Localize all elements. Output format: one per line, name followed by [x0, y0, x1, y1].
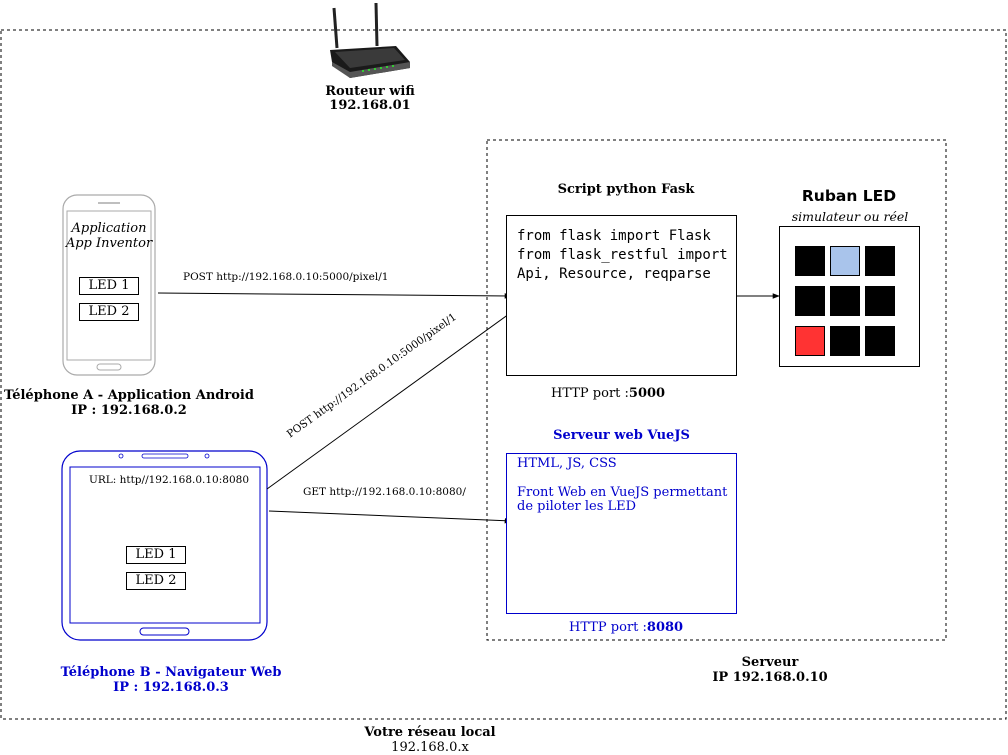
led-pixel	[830, 246, 860, 276]
phone-a-led1-button[interactable]: LED 1	[79, 277, 139, 295]
phone-a-ip: IP : 192.168.0.2	[71, 403, 187, 418]
vue-box: HTML, JS, CSS Front Web en VueJS permett…	[506, 453, 737, 614]
led-strip-title: Ruban LED	[801, 187, 897, 205]
network-subnet: 192.168.0.x	[391, 740, 469, 755]
phone-b-led2-button[interactable]: LED 2	[126, 572, 186, 590]
flask-code-line3: Api, Resource, reqparse	[517, 266, 711, 282]
flask-code-line2: from flask_restful import	[517, 247, 728, 263]
server-ip: IP 192.168.0.10	[712, 670, 828, 685]
led-pixel	[865, 326, 895, 356]
flask-port: HTTP port :5000	[551, 386, 665, 401]
led-pixel	[795, 286, 825, 316]
edge-label-post-a: POST http://192.168.0.10:5000/pixel/1	[183, 271, 389, 283]
flask-code-line1: from flask import Flask	[517, 228, 711, 244]
led-strip-panel	[779, 226, 920, 367]
post-b-arrow	[266, 305, 521, 490]
local-network-frame	[0, 29, 1007, 720]
phone-b-led1-button[interactable]: LED 1	[126, 546, 186, 564]
vue-port-value: 8080	[646, 620, 684, 635]
server-frame	[486, 139, 947, 641]
phone-b-title: Téléphone B - Navigateur Web	[60, 665, 282, 680]
server-title: Serveur	[741, 655, 799, 670]
led-pixel	[865, 246, 895, 276]
vue-port: HTTP port :8080	[569, 620, 683, 635]
vue-line2: Front Web en VueJS permettant	[517, 485, 728, 500]
phone-a-led2-button[interactable]: LED 2	[79, 303, 139, 321]
vue-line1: HTML, JS, CSS	[517, 456, 617, 471]
flask-code-box: from flask import Flask from flask_restf…	[506, 215, 737, 376]
led-pixel	[830, 286, 860, 316]
edge-label-post-b: POST http://192.168.0.10:5000/pixel/1	[285, 311, 459, 440]
edge-label-get-b: GET http://192.168.0.10:8080/	[303, 486, 466, 498]
router-ip: 192.168.01	[329, 98, 411, 113]
get-b-arrow	[268, 510, 512, 524]
phone-a-app-line1: Application	[71, 221, 147, 236]
flask-port-value: 5000	[628, 386, 666, 401]
led-pixel	[795, 246, 825, 276]
post-a-arrow	[157, 292, 512, 299]
flask-title: Script python Fask	[557, 182, 695, 197]
phone-a-app-line2: App Inventor	[65, 236, 153, 251]
flask-port-label: HTTP port :	[551, 386, 629, 401]
phone-b-url: URL: http//192.168.0.10:8080	[89, 474, 249, 486]
led-pixel	[795, 326, 825, 356]
led-pixel	[865, 286, 895, 316]
vue-port-label: HTTP port :	[569, 620, 647, 635]
phone-a-title: Téléphone A - Application Android	[4, 388, 254, 403]
router-title: Routeur wifi	[325, 84, 415, 99]
phone-b-ip: IP : 192.168.0.3	[113, 680, 229, 695]
led-strip-subtitle: simulateur ou réel	[791, 209, 909, 224]
led-pixel	[830, 326, 860, 356]
vue-title: Serveur web VueJS	[553, 428, 690, 443]
router-icon	[330, 2, 410, 78]
network-title: Votre réseau local	[364, 725, 496, 740]
vue-line3: de piloter les LED	[517, 499, 637, 514]
phone-b-device-icon	[61, 450, 268, 641]
